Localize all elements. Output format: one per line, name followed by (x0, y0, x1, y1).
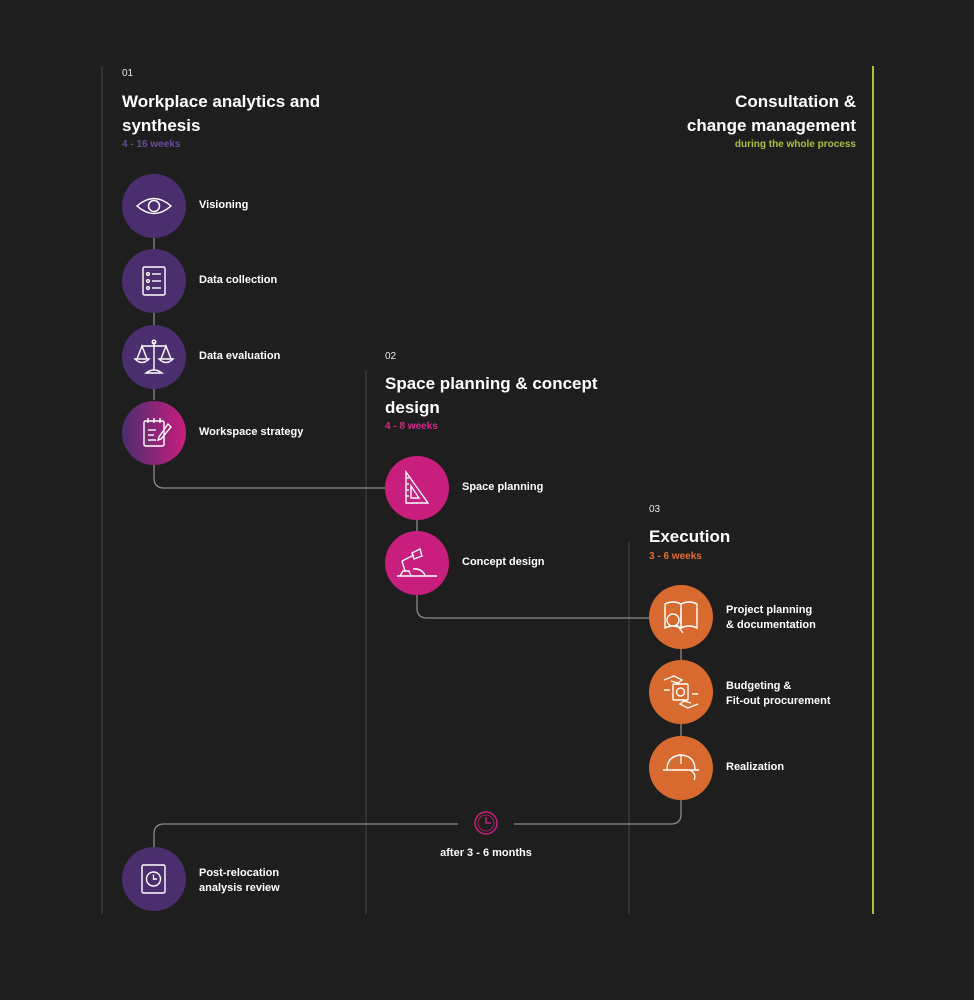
step-budgeting-label-line1: Budgeting & (726, 680, 792, 692)
clock-document-icon (141, 864, 166, 894)
money-hands-icon (663, 675, 699, 709)
step-project-planning-label-line2: & documentation (726, 619, 816, 631)
consultation-title: Consultation & change management (596, 90, 856, 138)
set-square-icon (405, 469, 430, 504)
step-project-planning-label: Project planning & documentation (726, 603, 816, 633)
phase2-duration: 4 - 8 weeks (385, 421, 438, 432)
connector-p2-to-p3 (416, 595, 650, 619)
book-magnifier-icon (664, 601, 698, 634)
step-realization-label: Realization (726, 760, 784, 775)
phase1-title: Workplace analytics and synthesis (122, 90, 320, 138)
phase1-title-line2: synthesis (122, 116, 201, 135)
step-visioning-label: Visioning (199, 199, 249, 211)
phase3-title: Execution (649, 527, 731, 546)
step-budgeting-label-line2: Fit-out procurement (726, 695, 831, 707)
phase2-title-line2: design (385, 398, 440, 417)
phase3-number: 03 (649, 504, 661, 515)
consultation-title-line2: change management (686, 116, 856, 135)
step-data-collection-label: Data collection (199, 274, 278, 286)
step-realization-label-line1: Realization (726, 761, 785, 773)
desk-lamp-icon (397, 547, 437, 577)
connector-p1-to-p2 (153, 465, 386, 489)
step-post-relocation-circle[interactable] (122, 847, 186, 911)
step-concept-design-label: Concept design (462, 556, 545, 568)
connector-review-left (153, 823, 458, 848)
document-list-icon (142, 266, 166, 296)
step-post-relocation-label-line2: analysis review (199, 882, 280, 894)
phase1-title-line1: Workplace analytics and (122, 92, 321, 111)
step-budgeting-label: Budgeting & Fit-out procurement (726, 679, 831, 709)
step-realization-circle[interactable] (649, 736, 713, 800)
clock-icon (474, 811, 498, 835)
phase1-duration: 4 - 16 weeks (122, 139, 181, 150)
step-project-planning-circle[interactable] (649, 585, 713, 649)
step-workspace-strategy-label: Workspace strategy (199, 426, 304, 438)
scales-icon (133, 339, 175, 374)
phase2-number: 02 (385, 351, 397, 362)
step-post-relocation-label-line1: Post-relocation (199, 867, 280, 879)
followup-delay: after 3 - 6 months (440, 847, 532, 859)
consultation-title-line1: Consultation & (735, 92, 856, 111)
step-budgeting-circle[interactable] (649, 660, 713, 724)
hard-hat-icon (663, 754, 699, 781)
step-visioning-circle[interactable] (122, 174, 186, 238)
step-concept-design-circle[interactable] (385, 531, 449, 595)
phase3-duration: 3 - 6 weeks (649, 551, 702, 562)
eye-icon (135, 197, 173, 215)
connector-p3-to-review-right (514, 800, 682, 825)
step-workspace-strategy-circle[interactable] (122, 401, 186, 465)
step-project-planning-label-line1: Project planning (726, 604, 813, 616)
step-space-planning-circle[interactable] (385, 456, 449, 520)
notepad-pencil-icon (143, 418, 172, 447)
step-post-relocation-label: Post-relocation analysis review (199, 866, 280, 896)
step-space-planning-label: Space planning (462, 481, 544, 493)
step-data-evaluation-label: Data evaluation (199, 350, 281, 362)
step-data-collection-circle[interactable] (122, 249, 186, 313)
phase2-title: Space planning & concept design (385, 372, 598, 420)
phase1-number: 01 (122, 68, 134, 79)
phase2-title-line1: Space planning & concept (385, 374, 598, 393)
consultation-subtitle: during the whole process (734, 139, 856, 150)
step-data-evaluation-circle[interactable] (122, 325, 186, 389)
